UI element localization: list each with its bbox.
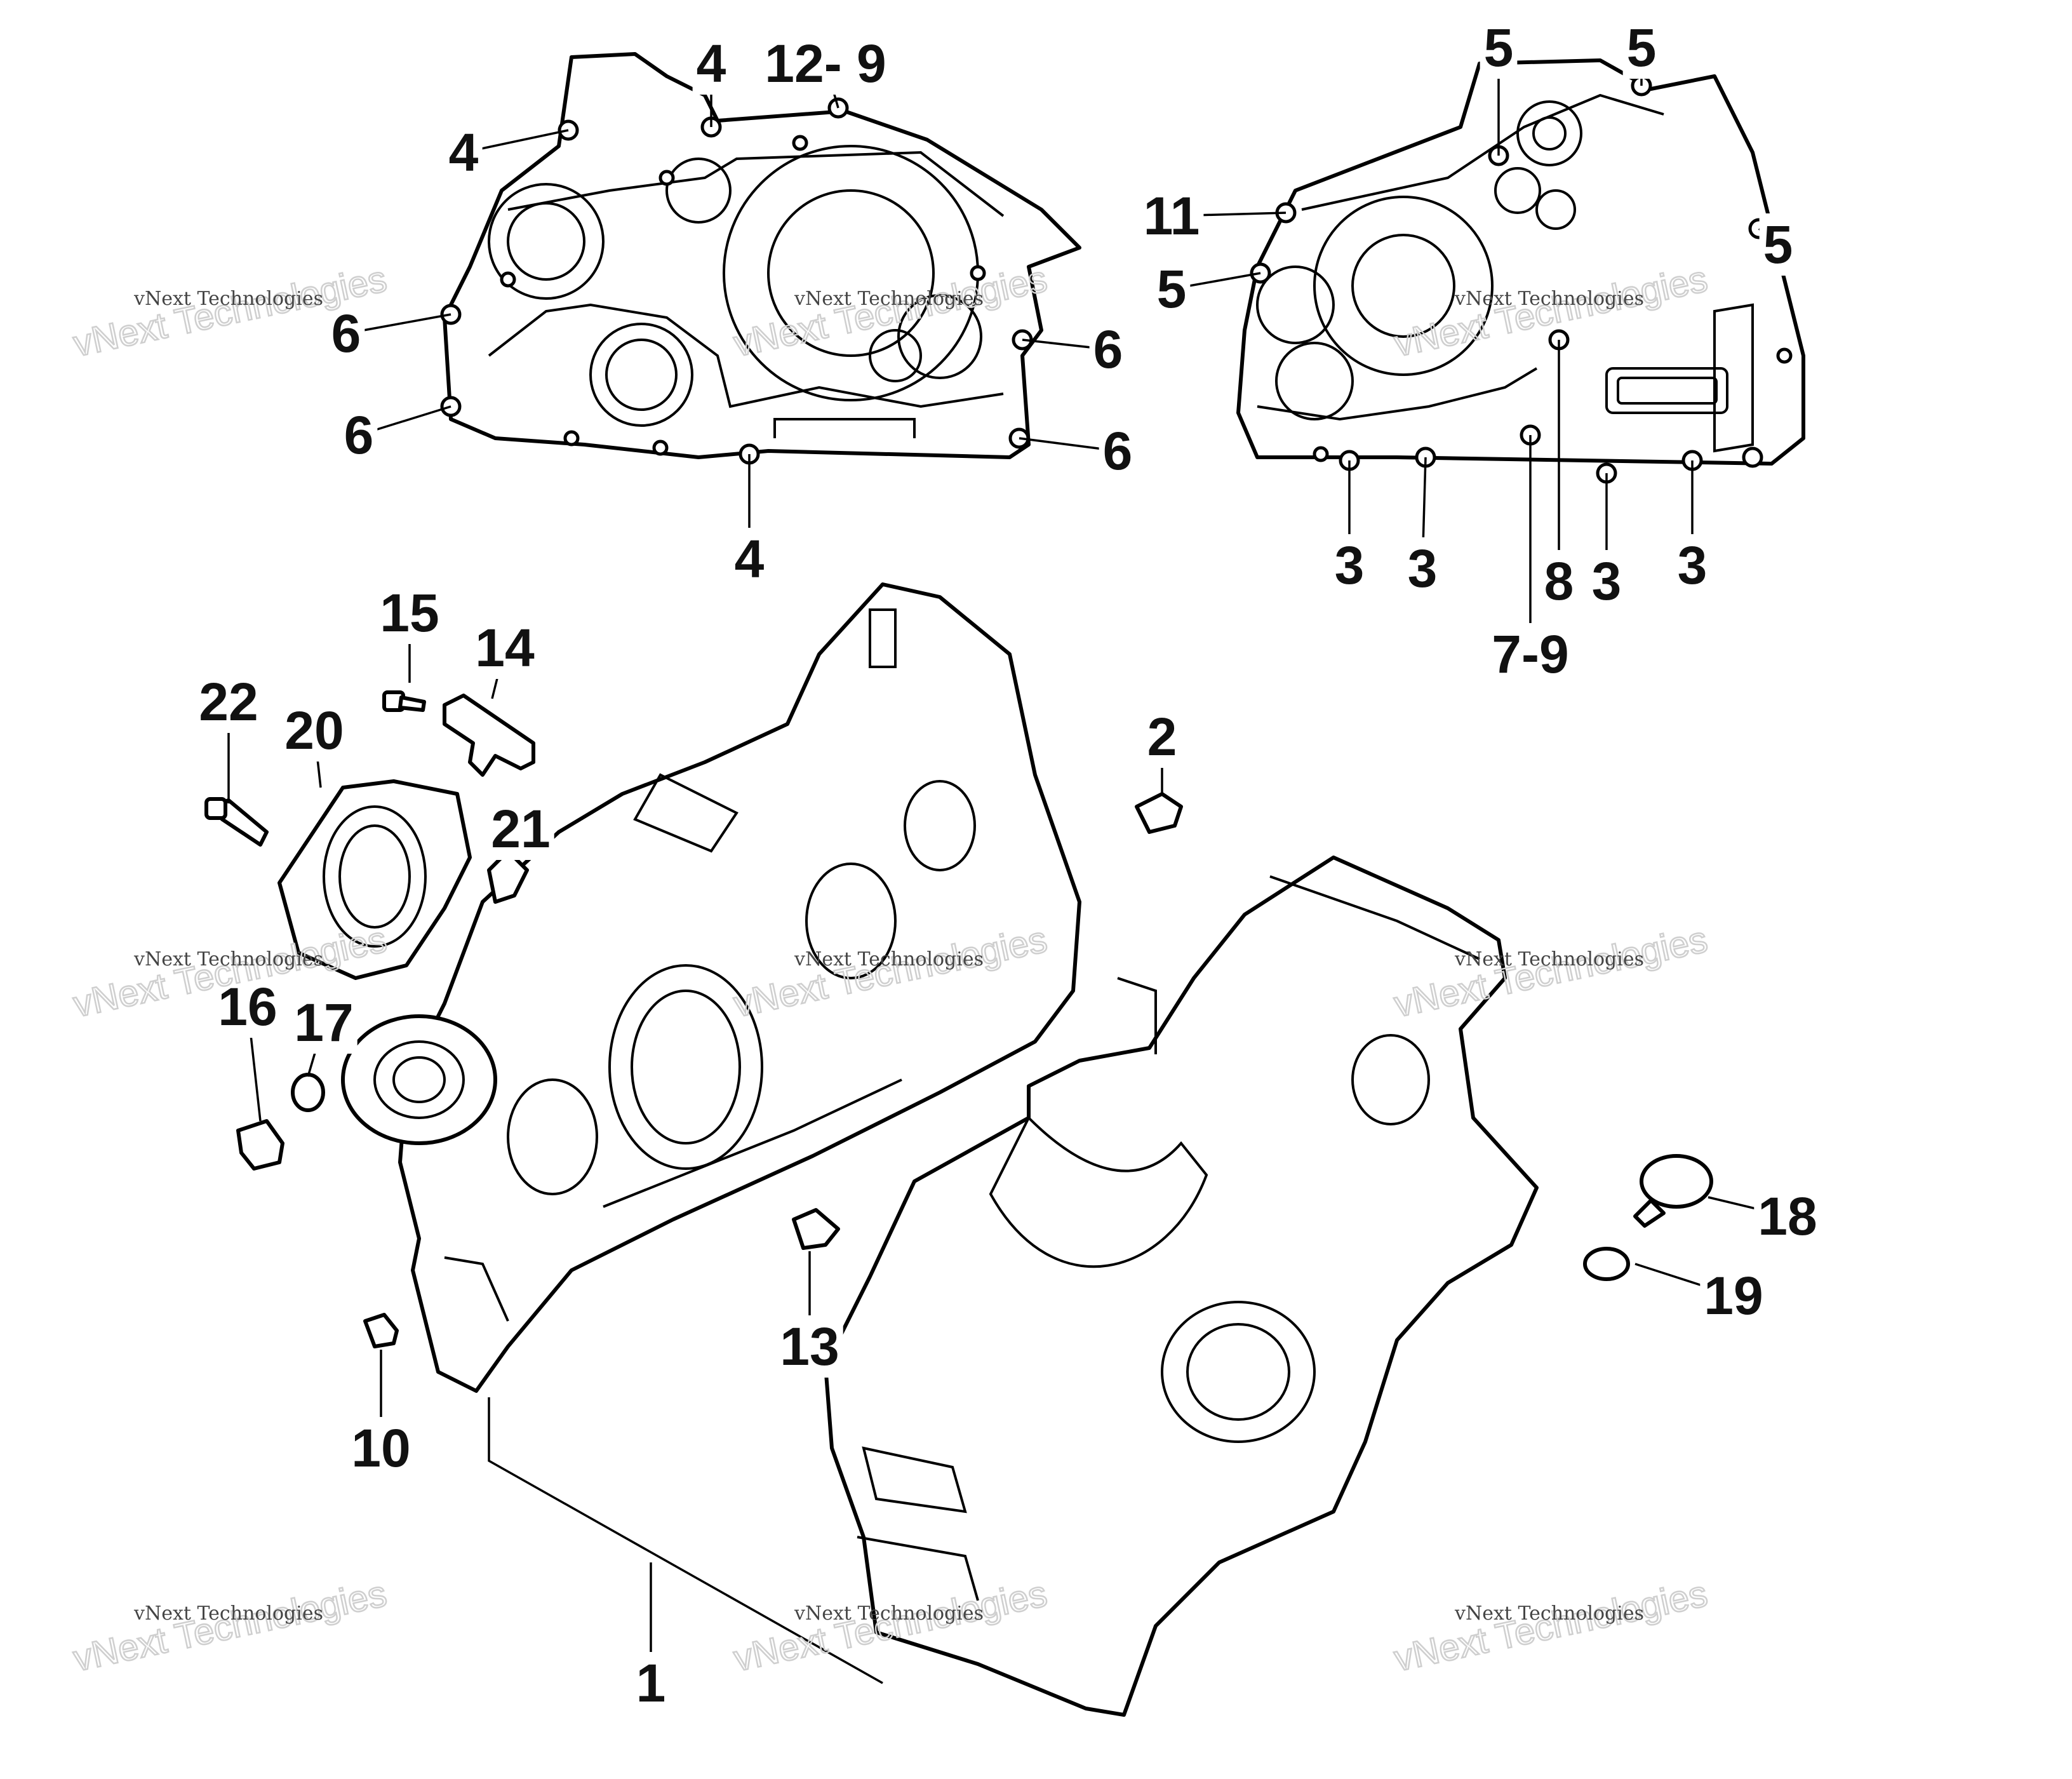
callout-bg-c20 (281, 699, 348, 762)
callout-c1: 1 (636, 1653, 666, 1713)
callout-c6b: 6 (344, 405, 374, 465)
callout-c16: 16 (218, 977, 277, 1037)
callout-c22: 22 (199, 672, 258, 732)
watermark-small-text: vNext Technologies (1454, 948, 1644, 970)
bracket-line-1 (488, 1397, 883, 1684)
callout-bg-c2 (1143, 706, 1181, 768)
callout-c12: 12- 9 (765, 34, 886, 93)
callout-bg-c17 (290, 991, 358, 1054)
callout-bg-c4c (730, 528, 768, 590)
callout-bg-c5d (1153, 258, 1191, 320)
callout-c13: 13 (780, 1317, 839, 1376)
watermark-small-text: vNext Technologies (133, 948, 323, 970)
callout-c14: 14 (475, 618, 535, 678)
right-crankcase-inner-view (1236, 58, 1805, 484)
callout-bg-c3b (1403, 537, 1441, 600)
callout-c8: 8 (1544, 551, 1574, 611)
callout-c21: 21 (491, 799, 550, 859)
watermark-small-text: vNext Technologies (794, 948, 984, 970)
plug-10 (363, 1313, 399, 1348)
callout-c6a: 6 (331, 304, 361, 363)
callout-bg-c5a (1480, 17, 1518, 79)
callout-bg-c16 (214, 976, 281, 1038)
callout-bg-c6b (340, 404, 378, 466)
oil-seal-housing (341, 1014, 497, 1145)
callout-c4c: 4 (735, 529, 765, 589)
dowel-2 (1135, 792, 1183, 834)
callout-c17: 17 (294, 993, 353, 1052)
watermark-small-text: vNext Technologies (794, 288, 984, 310)
watermark-small-text: vNext Technologies (794, 1602, 984, 1625)
watermark-large-text: vNext Technologies (1391, 1573, 1711, 1679)
watermark-small-text: vNext Technologies (1454, 288, 1644, 310)
callout-bg-c13 (776, 1315, 843, 1378)
callout-bg-c5b (1622, 17, 1661, 79)
callout-bg-c19 (1700, 1265, 1767, 1327)
callout-c2: 2 (1147, 707, 1177, 767)
crankcase-left-half-3d (398, 582, 1081, 1393)
crankcase-right-half-3d (824, 856, 1539, 1717)
o-ring-19 (1583, 1247, 1630, 1281)
callout-bg-c8 (1540, 550, 1578, 612)
bearing-housing-20 (277, 779, 472, 980)
bolt-15 (382, 690, 426, 712)
callout-c5c: 5 (1763, 215, 1793, 274)
oil-filler-cap-18 (1633, 1154, 1713, 1228)
callout-c11: 11 (1144, 186, 1200, 246)
callout-bg-c6c (1089, 318, 1127, 380)
callout-c18: 18 (1758, 1186, 1817, 1246)
callout-c19: 19 (1704, 1266, 1763, 1326)
callout-c79: 7-9 (1492, 624, 1568, 684)
callout-bg-c15 (376, 582, 443, 644)
callout-c10: 10 (351, 1418, 410, 1478)
watermark-small-text: vNext Technologies (133, 1602, 323, 1625)
bolt-22 (204, 797, 269, 847)
callout-bg-c79 (1488, 623, 1573, 685)
callout-bg-c4b (692, 32, 730, 95)
callout-c6d: 6 (1103, 421, 1133, 481)
watermark-small-text: vNext Technologies (1454, 1602, 1644, 1625)
callout-c4b: 4 (697, 34, 726, 93)
callout-bg-c3a (1330, 534, 1368, 596)
callout-bg-c6d (1099, 420, 1137, 482)
dowel-13 (792, 1208, 840, 1250)
callout-c5a: 5 (1484, 18, 1514, 77)
callout-bg-c6a (327, 302, 365, 365)
callout-c3c: 3 (1592, 551, 1622, 611)
watermark-small-text: vNext Technologies (133, 288, 323, 310)
callout-bg-c10 (347, 1417, 415, 1479)
callout-bg-c12 (761, 32, 890, 95)
callout-bg-c18 (1754, 1185, 1821, 1247)
callout-bg-c3c (1587, 550, 1626, 612)
watermark-large-text: vNext Technologies (70, 1573, 390, 1679)
left-crankcase-inner-view (440, 52, 1081, 465)
callout-c5d: 5 (1157, 259, 1187, 319)
callout-c15: 15 (380, 583, 439, 643)
washer-17 (291, 1073, 325, 1112)
callout-bg-c14 (471, 617, 538, 679)
callout-bg-c4a (444, 121, 483, 184)
callout-c5b: 5 (1627, 18, 1657, 77)
callout-c3d: 3 (1678, 535, 1708, 595)
callout-c6c: 6 (1093, 319, 1123, 379)
bracket-14 (443, 694, 535, 777)
callout-bg-c21 (487, 798, 554, 860)
callout-c20: 20 (284, 701, 344, 760)
callout-bg-c11 (1139, 185, 1204, 247)
callout-bg-c22 (195, 671, 262, 733)
callout-c4a: 4 (449, 123, 479, 182)
callout-bg-c5c (1759, 213, 1797, 276)
plug-16 (236, 1119, 284, 1171)
callout-c3b: 3 (1408, 539, 1438, 598)
callout-bg-c3d (1673, 534, 1711, 596)
callout-c3a: 3 (1335, 535, 1365, 595)
callout-bg-c1 (632, 1652, 670, 1714)
